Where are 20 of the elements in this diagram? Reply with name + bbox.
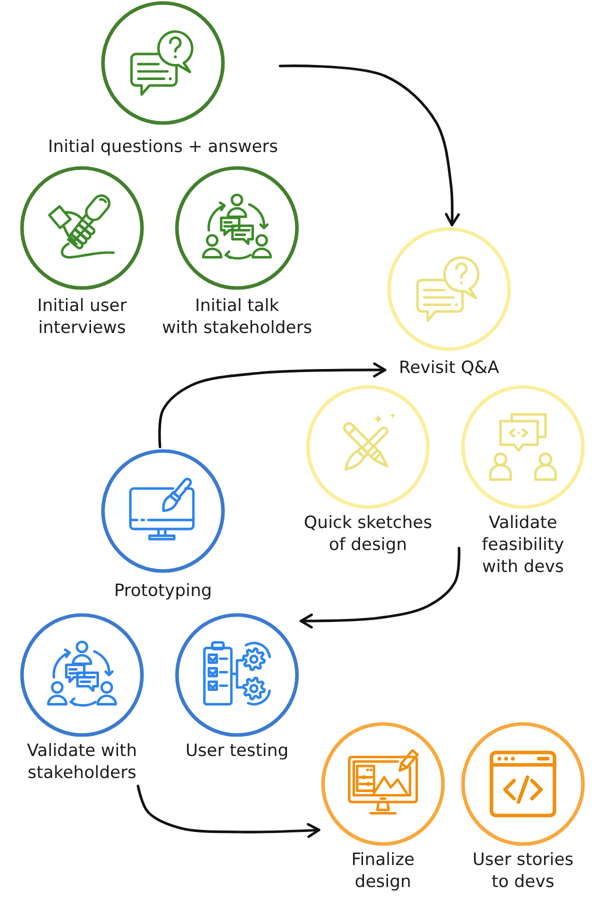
step-label: Initial talk with stakeholders: [162, 295, 312, 339]
step-label: Initial user interviews: [37, 295, 127, 339]
step-label: Prototyping: [114, 580, 212, 602]
step-node: [101, 449, 225, 602]
arrow: [278, 64, 460, 226]
step-node: [304, 385, 432, 556]
step-label: User testing: [185, 740, 289, 762]
step-node: [321, 722, 445, 893]
step-label: User stories to devs: [472, 849, 574, 893]
step-label: Validate feasibility with devs: [482, 512, 564, 578]
step-label: Finalize design: [351, 849, 415, 893]
step-node: [48, 1, 278, 158]
arrow: [158, 362, 386, 448]
step-node: [175, 613, 299, 762]
step-label: Quick sketches of design: [304, 512, 432, 556]
arrow: [300, 546, 460, 628]
step-label: Revisit Q&A: [398, 357, 500, 379]
step-label: Initial questions + answers: [48, 136, 278, 158]
arrow: [136, 784, 320, 838]
step-label: Validate with stakeholders: [27, 740, 137, 784]
